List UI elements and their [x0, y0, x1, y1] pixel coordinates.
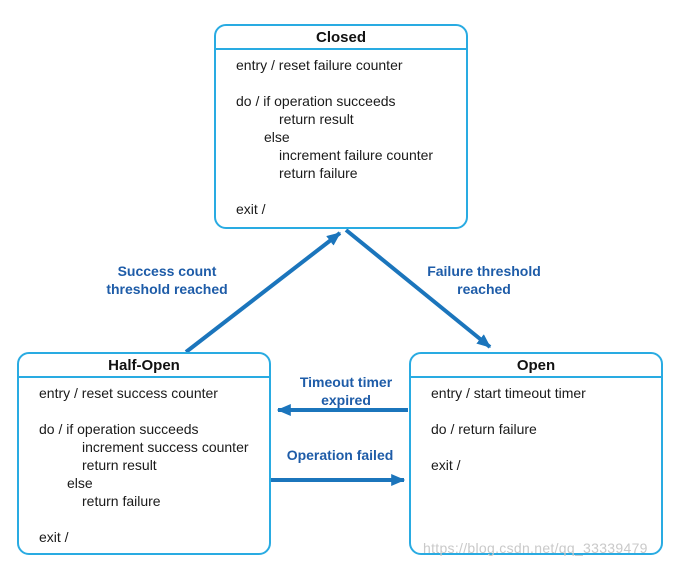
- state-line: increment success counter: [82, 439, 249, 455]
- state-line: exit /: [236, 201, 266, 217]
- state-line: return result: [279, 111, 354, 127]
- state-line: [39, 402, 263, 420]
- state-line: [431, 402, 655, 420]
- transition-label-success-count: Success count threshold reached: [106, 263, 228, 297]
- state-line: return result: [82, 457, 157, 473]
- transition-label-operation-failed: Operation failed: [286, 447, 394, 463]
- state-line: entry / reset success counter: [39, 385, 218, 401]
- transition-label-failure-threshold: Failure threshold reached: [427, 263, 541, 297]
- state-half-open: Half-Open entry / reset success counter …: [17, 352, 271, 555]
- state-line: do / if operation succeeds: [236, 93, 396, 109]
- state-line: increment failure counter: [279, 147, 434, 163]
- state-half-open-body: entry / reset success counter do / if op…: [19, 378, 269, 546]
- arrow-closed-to-open: [344, 228, 492, 349]
- state-closed-title: Closed: [216, 26, 466, 50]
- watermark-url: https://blog.csdn.net/qq_33339479: [423, 540, 648, 556]
- state-line: else: [264, 129, 290, 145]
- state-closed-body: entry / reset failure counter do / if op…: [216, 50, 466, 218]
- state-closed: Closed entry / reset failure counter do …: [214, 24, 468, 229]
- state-line: [236, 74, 460, 92]
- state-line: return failure: [279, 165, 358, 181]
- state-line: exit /: [39, 529, 69, 545]
- arrow-halfopen-to-closed: [184, 231, 342, 354]
- state-line: else: [67, 475, 93, 491]
- state-line: [431, 438, 655, 456]
- state-line: do / return failure: [431, 421, 537, 437]
- state-open-body: entry / start timeout timer do / return …: [411, 378, 661, 474]
- state-line: entry / reset failure counter: [236, 57, 403, 73]
- state-line: [236, 182, 460, 200]
- state-line: return failure: [82, 493, 161, 509]
- state-open: Open entry / start timeout timer do / re…: [409, 352, 663, 555]
- state-line: do / if operation succeeds: [39, 421, 199, 437]
- state-line: entry / start timeout timer: [431, 385, 586, 401]
- transition-label-timeout-expired: Timeout timer expired: [299, 374, 393, 408]
- state-line: exit /: [431, 457, 461, 473]
- state-line: [39, 510, 263, 528]
- state-half-open-title: Half-Open: [19, 354, 269, 378]
- state-open-title: Open: [411, 354, 661, 378]
